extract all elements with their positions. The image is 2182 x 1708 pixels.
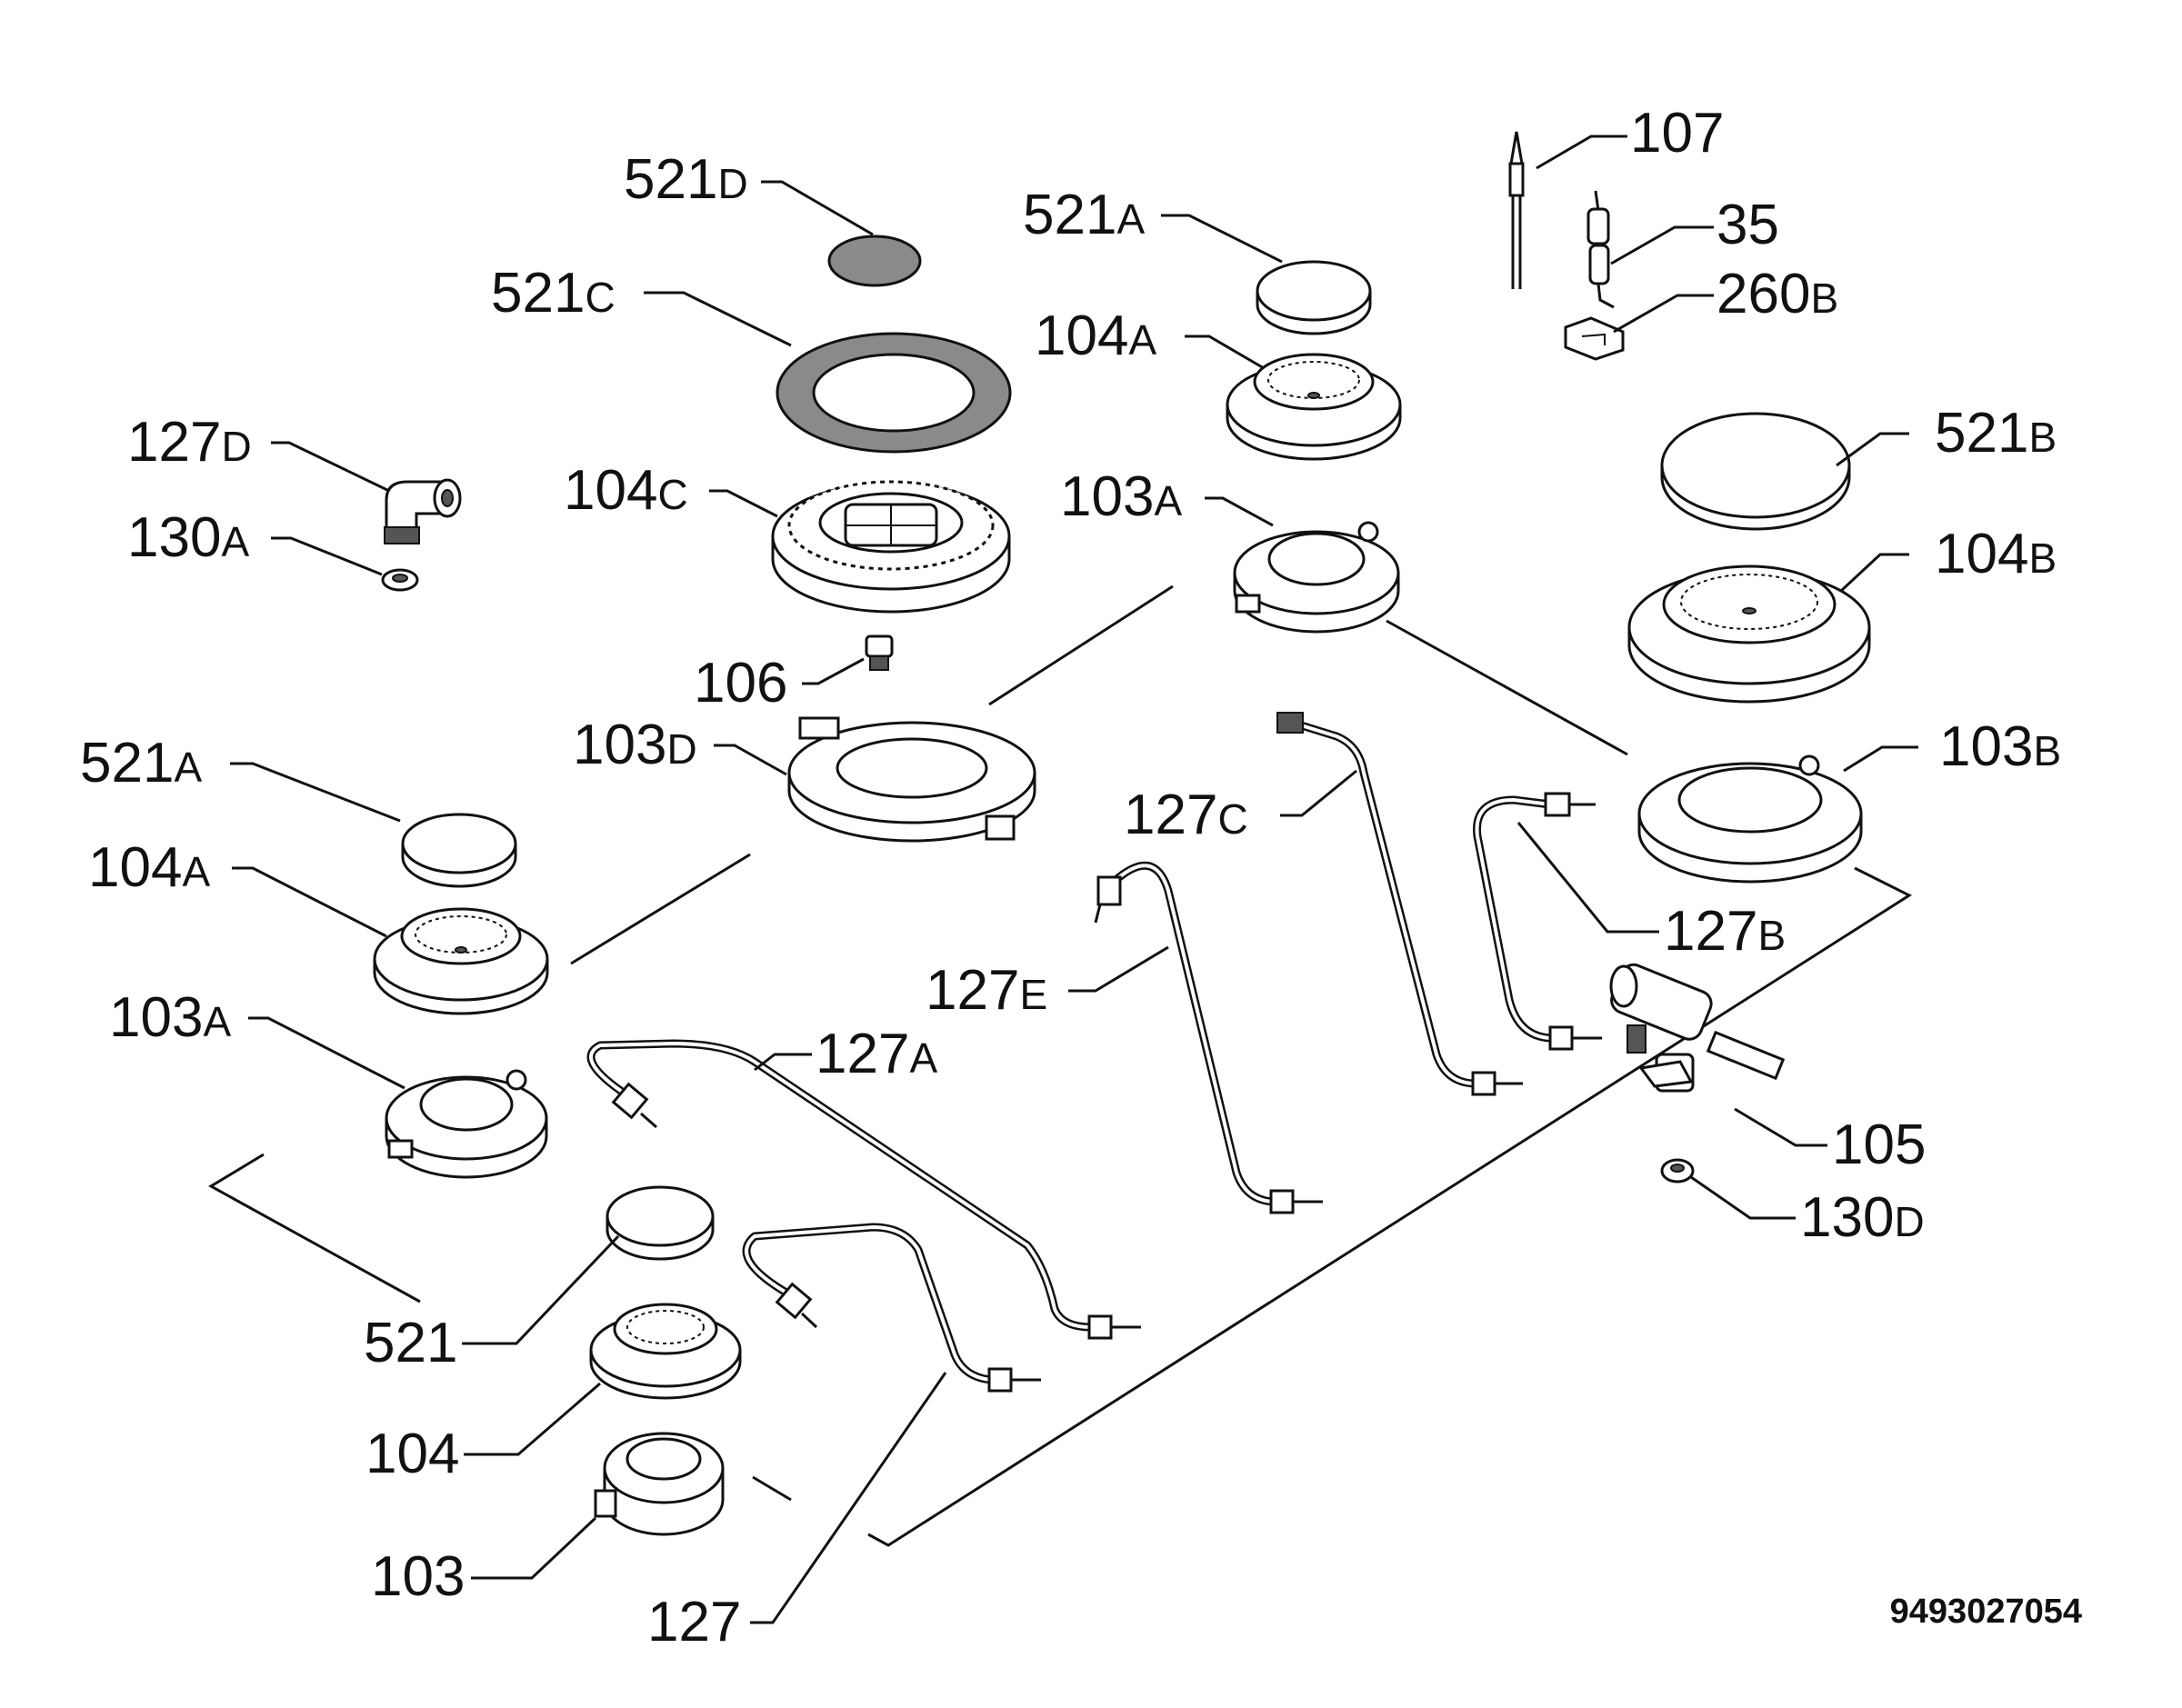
callout-103b: 103B bbox=[1939, 715, 2061, 778]
callout-107: 107 bbox=[1630, 102, 1724, 165]
part-521a-left-cap bbox=[401, 813, 517, 888]
callout-103a-top: 103A bbox=[1060, 465, 1182, 528]
callout-521d: 521D bbox=[624, 148, 748, 211]
part-106-injector bbox=[865, 634, 894, 671]
part-103a-top-cup bbox=[1233, 521, 1400, 634]
part-104b-crown bbox=[1627, 564, 1871, 704]
callout-521a-top: 521A bbox=[1023, 184, 1145, 246]
callout-521c: 521C bbox=[491, 262, 616, 325]
callout-127d: 127D bbox=[127, 411, 252, 474]
callout-103a-left: 103A bbox=[109, 986, 231, 1049]
callout-104c: 104C bbox=[564, 459, 688, 522]
callout-35: 35 bbox=[1717, 194, 1779, 256]
part-521c-ring bbox=[776, 332, 1012, 454]
part-521-cap bbox=[606, 1185, 715, 1261]
part-103d-cup bbox=[787, 716, 1036, 843]
part-521d-cap bbox=[827, 235, 922, 287]
part-104a-top-crown bbox=[1226, 353, 1402, 461]
callout-103d: 103D bbox=[573, 714, 697, 776]
callout-106: 106 bbox=[694, 652, 787, 714]
pipe-127b bbox=[1473, 792, 1602, 1051]
pipe-127e bbox=[1094, 861, 1323, 1214]
part-130a-washer bbox=[381, 568, 419, 592]
callout-104: 104 bbox=[365, 1423, 459, 1485]
callout-127b: 127B bbox=[1664, 900, 1786, 963]
part-105-gas-tap bbox=[1609, 963, 1786, 1093]
callout-521b: 521B bbox=[1935, 402, 2057, 464]
callout-104a-top: 104A bbox=[1035, 305, 1156, 367]
part-107-thermocouple bbox=[1508, 131, 1525, 289]
callout-127a: 127A bbox=[816, 1023, 937, 1085]
assembly-lines bbox=[208, 584, 1913, 1547]
document-number: 9493027054 bbox=[1890, 1593, 2082, 1631]
part-103a-left-cup bbox=[385, 1069, 548, 1179]
callout-130d: 130D bbox=[1800, 1186, 1925, 1249]
part-35-electrode bbox=[1586, 190, 1615, 309]
callout-127: 127 bbox=[647, 1591, 741, 1653]
part-104a-left-crown bbox=[373, 907, 549, 1015]
leader-lines bbox=[230, 135, 1918, 1624]
part-521a-top-cap bbox=[1256, 260, 1372, 335]
part-260b-clip bbox=[1564, 316, 1625, 361]
callout-104b: 104B bbox=[1935, 523, 2057, 585]
callout-127e: 127E bbox=[926, 959, 1047, 1022]
part-521b-cap bbox=[1660, 412, 1851, 531]
part-127d-elbow bbox=[384, 478, 462, 544]
callout-103: 103 bbox=[371, 1545, 465, 1608]
pipe-127 bbox=[742, 1223, 1041, 1393]
part-103b-cup bbox=[1637, 754, 1863, 884]
callout-260b: 260B bbox=[1717, 263, 1838, 325]
callout-521a-left: 521A bbox=[80, 732, 202, 794]
part-104-crown bbox=[589, 1303, 742, 1400]
pipe-127c bbox=[1276, 712, 1523, 1096]
callout-labels: 107 35 260B 521D 521C 521A 104A 521B 104… bbox=[80, 102, 2061, 1653]
part-130d-washer bbox=[1660, 1158, 1695, 1184]
part-103-cup bbox=[594, 1432, 725, 1536]
callout-104a-left: 104A bbox=[88, 836, 210, 899]
callout-127c: 127C bbox=[1124, 784, 1248, 846]
callout-130a: 130A bbox=[127, 506, 249, 569]
callout-521: 521 bbox=[364, 1312, 457, 1374]
part-104c-burner bbox=[771, 480, 1011, 614]
pipe-127a bbox=[586, 1039, 1141, 1340]
callout-105: 105 bbox=[1832, 1114, 1926, 1176]
